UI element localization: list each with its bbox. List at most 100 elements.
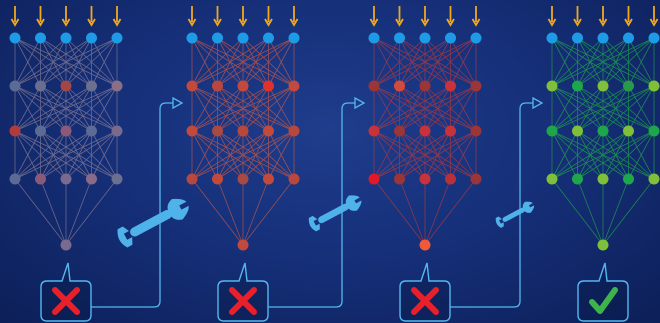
hidden-node xyxy=(572,125,583,137)
input-arrow xyxy=(87,6,96,27)
cross-icon xyxy=(229,287,257,315)
network-edge xyxy=(373,130,426,180)
input-arrow xyxy=(61,6,71,27)
network-edge xyxy=(191,130,218,180)
network-edge xyxy=(399,37,477,87)
hidden-node xyxy=(86,173,97,185)
callout-box xyxy=(217,262,269,322)
hidden-node xyxy=(111,80,123,92)
hidden-node xyxy=(419,80,431,92)
input-arrow-head xyxy=(624,18,633,27)
input-node xyxy=(445,32,456,44)
network-edge xyxy=(14,85,118,132)
connector-line xyxy=(91,102,173,308)
hidden-node xyxy=(394,125,405,137)
network-edge xyxy=(424,130,477,180)
hidden-node xyxy=(237,173,249,185)
network-edge xyxy=(65,130,118,180)
hidden-node xyxy=(86,125,97,137)
network-edge xyxy=(191,85,218,132)
network-edge xyxy=(217,85,295,132)
network-edge xyxy=(191,37,218,87)
hidden-node xyxy=(186,173,198,185)
hidden-node xyxy=(648,80,660,92)
output-edge xyxy=(551,178,604,246)
input-node xyxy=(111,32,123,44)
output-edge xyxy=(399,178,426,246)
callout-box xyxy=(40,262,92,322)
hidden-node xyxy=(597,125,609,137)
input-node xyxy=(263,32,274,44)
wrench-icon xyxy=(495,201,535,228)
network-edge xyxy=(551,85,655,132)
callout-box xyxy=(577,262,629,322)
output-edge xyxy=(65,178,118,246)
output-node xyxy=(419,239,431,251)
network-edge xyxy=(628,85,655,132)
output-node xyxy=(60,239,72,251)
hidden-node xyxy=(237,125,249,137)
hidden-node xyxy=(60,80,72,92)
hidden-node xyxy=(288,125,300,137)
hidden-node xyxy=(9,80,21,92)
input-node xyxy=(237,32,249,44)
hidden-node xyxy=(60,173,72,185)
input-node xyxy=(394,32,405,44)
input-arrow-head xyxy=(649,18,659,27)
input-arrow-head xyxy=(369,18,379,27)
hidden-node xyxy=(111,173,123,185)
input-node xyxy=(470,32,482,44)
connector-line xyxy=(268,102,355,308)
output-edge xyxy=(191,178,244,246)
network-edge xyxy=(191,130,269,180)
input-arrow xyxy=(112,6,122,27)
input-arrow xyxy=(238,6,248,27)
input-arrow xyxy=(420,6,430,27)
network-edge xyxy=(242,85,295,132)
network-edge xyxy=(191,130,244,180)
hidden-node xyxy=(86,80,97,92)
input-arrow xyxy=(10,6,20,27)
hidden-node xyxy=(368,80,380,92)
feedback-connector xyxy=(91,96,184,308)
network-edge xyxy=(577,85,655,132)
hidden-node xyxy=(368,173,380,185)
input-arrow xyxy=(446,6,455,27)
output-edge xyxy=(217,178,244,246)
hidden-node xyxy=(623,80,634,92)
wrench-icon xyxy=(308,195,362,232)
hidden-node xyxy=(623,173,634,185)
wrench-jaw xyxy=(308,215,320,232)
hidden-node xyxy=(648,173,660,185)
network-edge xyxy=(14,130,118,180)
input-arrow-head xyxy=(395,18,404,27)
network-edge xyxy=(373,37,451,87)
network-edge xyxy=(373,85,426,132)
cross-icon xyxy=(411,287,439,315)
network-edge xyxy=(373,37,477,87)
hidden-node xyxy=(470,173,482,185)
hidden-node xyxy=(597,173,609,185)
input-node xyxy=(288,32,300,44)
hidden-node xyxy=(186,125,198,137)
network-edge xyxy=(551,130,604,180)
input-arrow-head xyxy=(187,18,197,27)
network-edge xyxy=(373,130,477,180)
input-arrow xyxy=(213,6,222,27)
hidden-node xyxy=(648,125,660,137)
network-edge xyxy=(551,37,578,87)
network-edges xyxy=(551,37,655,246)
hidden-node xyxy=(263,80,274,92)
input-arrow-head xyxy=(289,18,299,27)
wrench-handle xyxy=(502,207,525,222)
network-edge xyxy=(373,37,426,87)
input-node xyxy=(35,32,46,44)
hidden-node xyxy=(263,173,274,185)
callout-box xyxy=(399,262,451,322)
hidden-node xyxy=(419,173,431,185)
hidden-node xyxy=(546,173,558,185)
input-node xyxy=(212,32,223,44)
connector-arrowhead xyxy=(354,96,366,110)
hidden-node xyxy=(445,125,456,137)
wrench-icon xyxy=(117,198,189,248)
